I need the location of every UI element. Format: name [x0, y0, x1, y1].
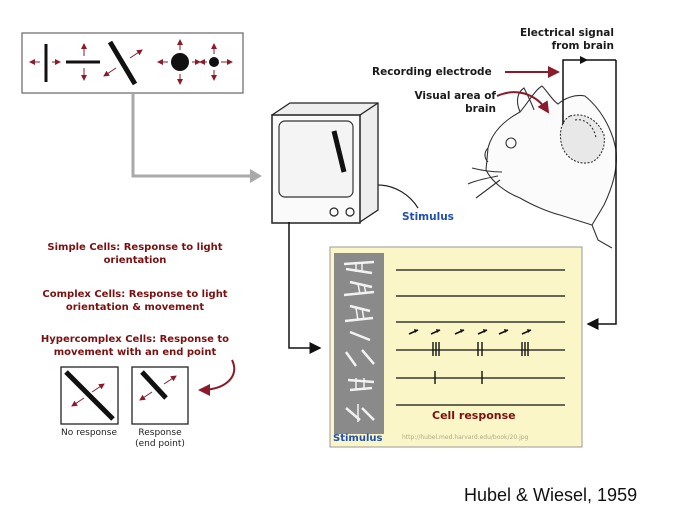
- stimulus-types-box: [21, 32, 244, 94]
- image-url-text: http://hubel.med.harvard.edu/book/20.jpg: [402, 434, 529, 441]
- no-response-label: No response: [61, 428, 117, 438]
- hypercomplex-pointer: [198, 359, 236, 396]
- complex-cells-label: Complex Cells: Response to light orienta…: [42, 289, 228, 313]
- recording-panel: [329, 246, 583, 448]
- citation: Hubel & Wiesel, 1959: [464, 485, 638, 505]
- stimulus-monitor: [271, 102, 379, 224]
- stimulus-monitor-label: Stimulus: [402, 211, 454, 223]
- gray-flow-arrow: [131, 94, 262, 183]
- electrical-signal-label: Electrical signal from brain: [519, 27, 614, 52]
- response-label: Response (end point): [135, 428, 185, 449]
- hypercomplex-cells-label: Hypercomplex Cells: Response to movement…: [40, 334, 230, 358]
- stimulus-pointer: [377, 184, 419, 209]
- visual-area-arrow: [496, 91, 550, 114]
- recording-electrode-label: Recording electrode: [372, 66, 492, 78]
- cat-head: [467, 85, 617, 249]
- response-example: [131, 366, 189, 425]
- simple-cells-label: Simple Cells: Response to light orientat…: [47, 242, 223, 266]
- stimulus-panel-label: Stimulus: [333, 433, 383, 444]
- monitor-to-panel-arrow: [288, 222, 322, 354]
- signal-wire: [562, 56, 617, 330]
- cell-response-label: Cell response: [432, 409, 516, 422]
- no-response-example: [60, 366, 119, 425]
- visual-area-label: Visual area of brain: [414, 90, 496, 115]
